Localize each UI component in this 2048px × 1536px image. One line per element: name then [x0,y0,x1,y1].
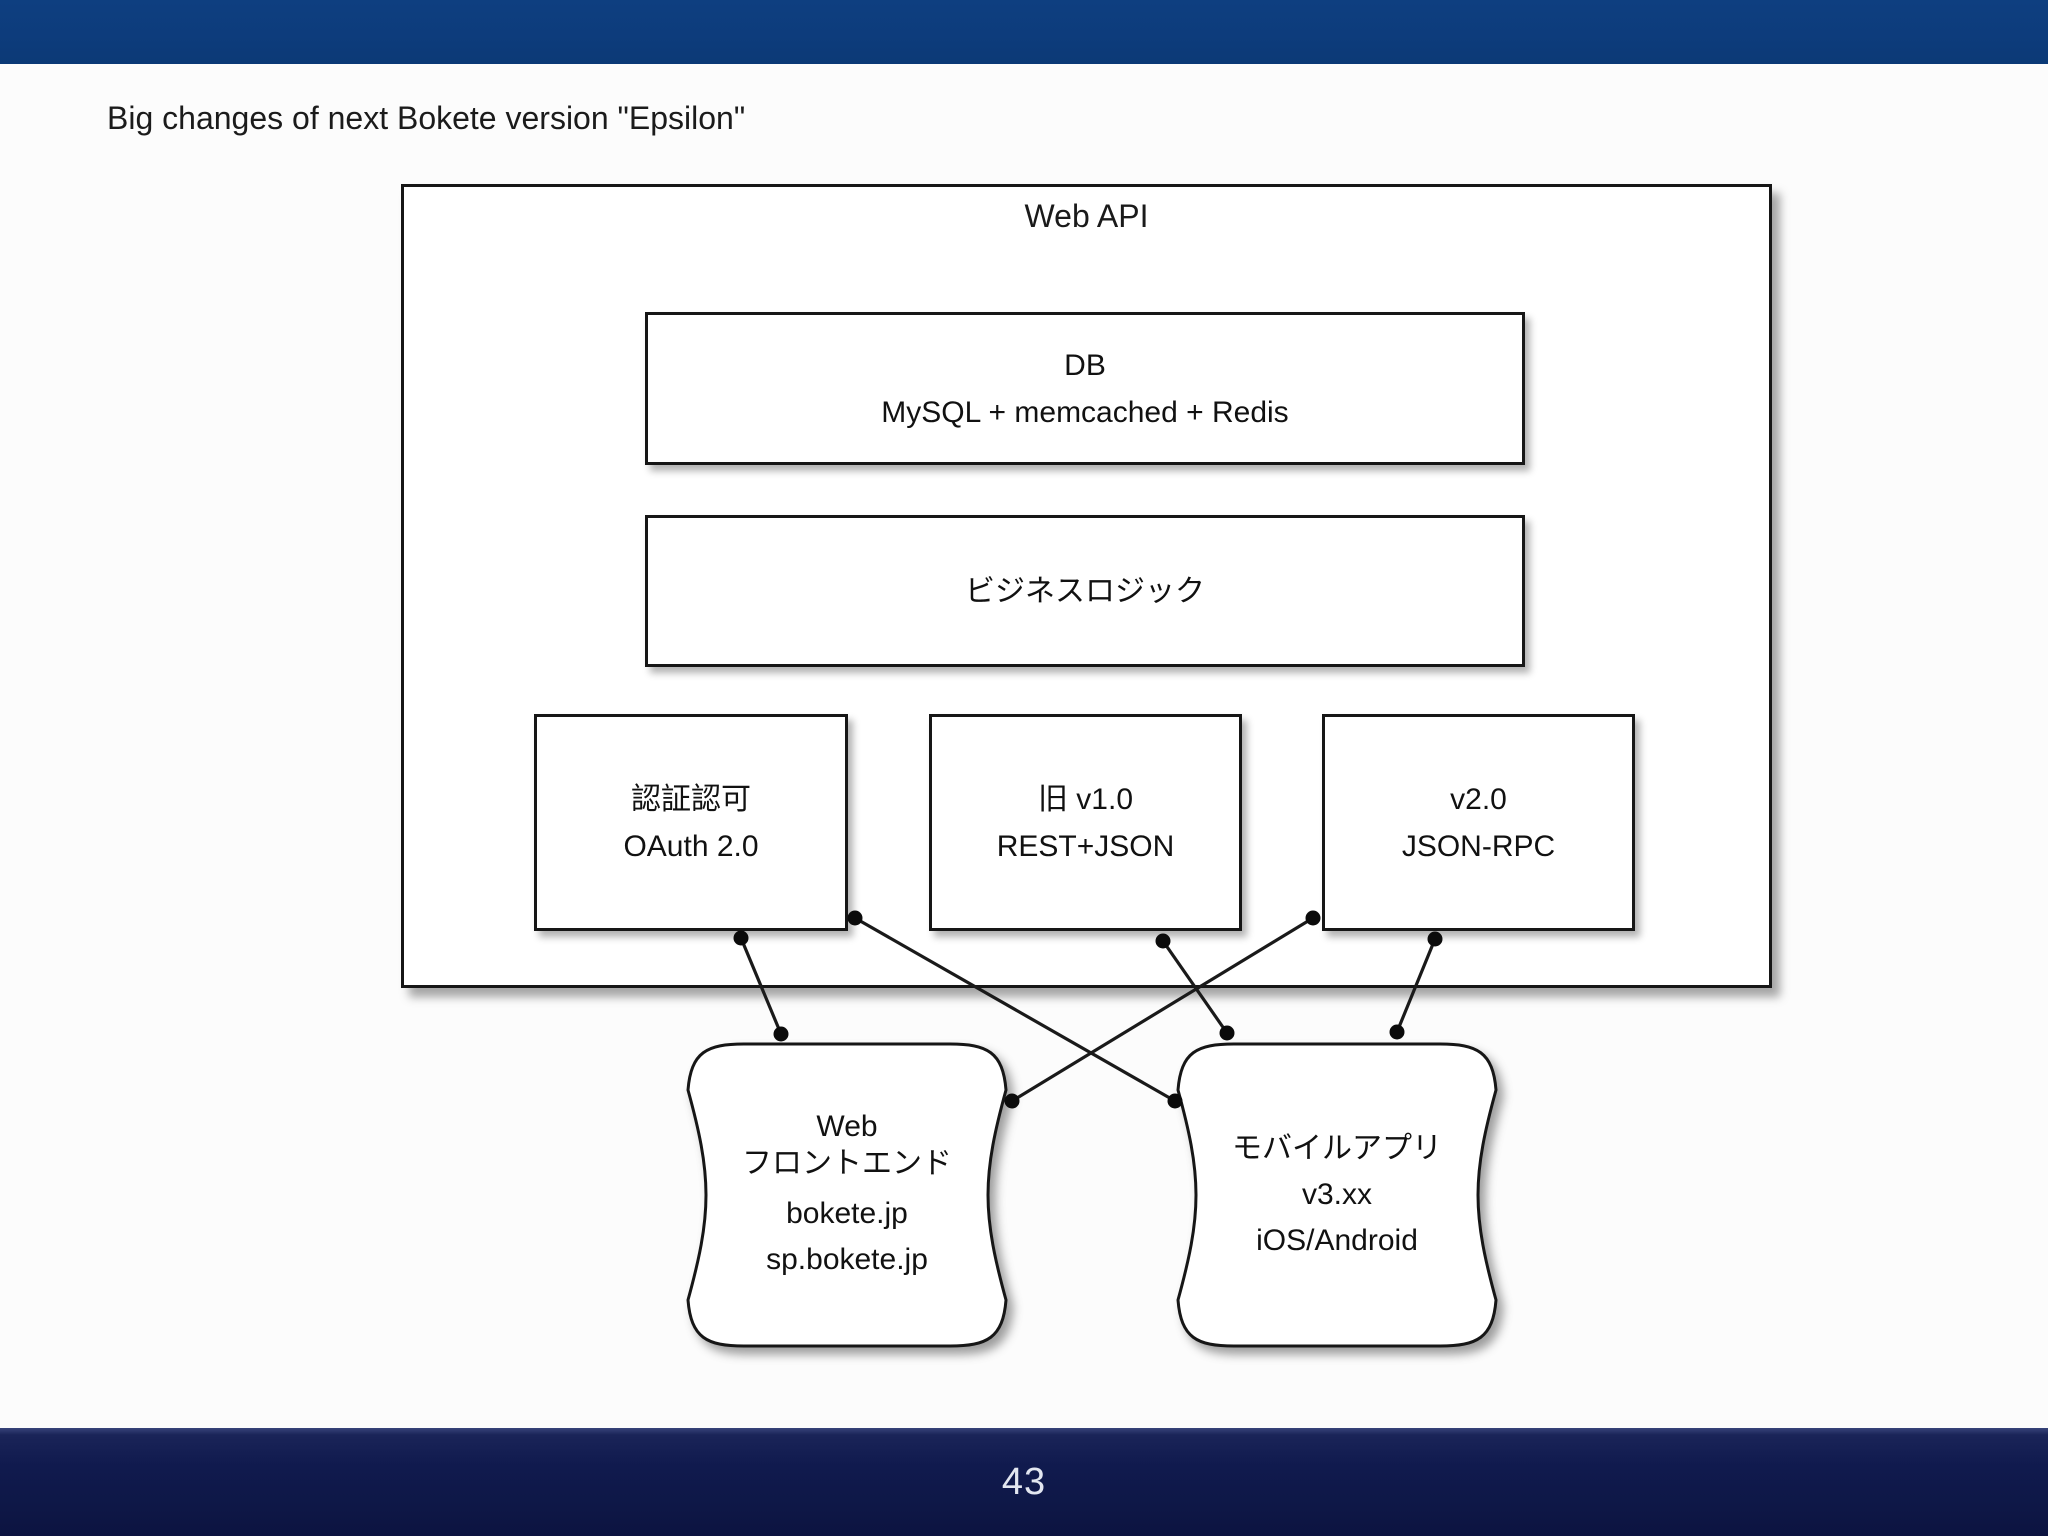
v1-api-box-line2: REST+JSON [996,829,1175,863]
mobile-app-platforms: iOS/Android [1256,1224,1418,1257]
web-frontend-domain-2: sp.bokete.jp [766,1242,928,1276]
mobile-app-node: モバイルアプリ v3.xx iOS/Android [1172,1042,1502,1348]
v2-api-box-line2: JSON-RPC [1401,829,1556,863]
web-frontend-node-shape [686,1042,1008,1348]
business-logic-label: ビジネスロジック [965,574,1205,608]
v1-api-box: 旧 v1.0 REST+JSON [929,714,1242,931]
web-frontend-domain-1: bokete.jp [786,1196,908,1230]
auth-box: 認証認可 OAuth 2.0 [534,714,848,931]
business-logic-box: ビジネスロジック [645,515,1525,667]
db-box: DB MySQL + memcached + Redis [645,312,1525,465]
auth-box-line2: OAuth 2.0 [623,829,759,863]
mobile-app-version: v3.xx [1301,1178,1373,1211]
v2-api-box: v2.0 JSON-RPC [1322,714,1635,931]
mobile-app-node-text: モバイルアプリ v3.xx iOS/Android [1172,1042,1502,1348]
web-api-container: Web API DB MySQL + memcached + Redis ビジネ… [401,184,1772,988]
connector-dot-mobile-app [1219,1025,1235,1041]
auth-box-line1: 認証認可 [631,782,751,816]
mobile-app-node-shape [1176,1042,1498,1348]
v1-api-box-line1: 旧 v1.0 [1037,782,1134,816]
db-box-line2: MySQL + memcached + Redis [881,395,1289,429]
connector-dot-mobile-app [1389,1024,1405,1040]
page-number: 43 [1001,1460,1047,1503]
mobile-app-title: モバイルアプリ [1232,1132,1442,1165]
top-bar [0,0,2048,64]
bottom-bar: 43 [0,1428,2048,1536]
db-box-line1: DB [1064,348,1106,382]
v2-api-box-line1: v2.0 [1450,782,1507,816]
web-api-label: Web API [1024,198,1149,234]
slide-title: Big changes of next Bokete version "Epsi… [107,100,746,136]
connector-dot-web-frontend [773,1026,789,1042]
